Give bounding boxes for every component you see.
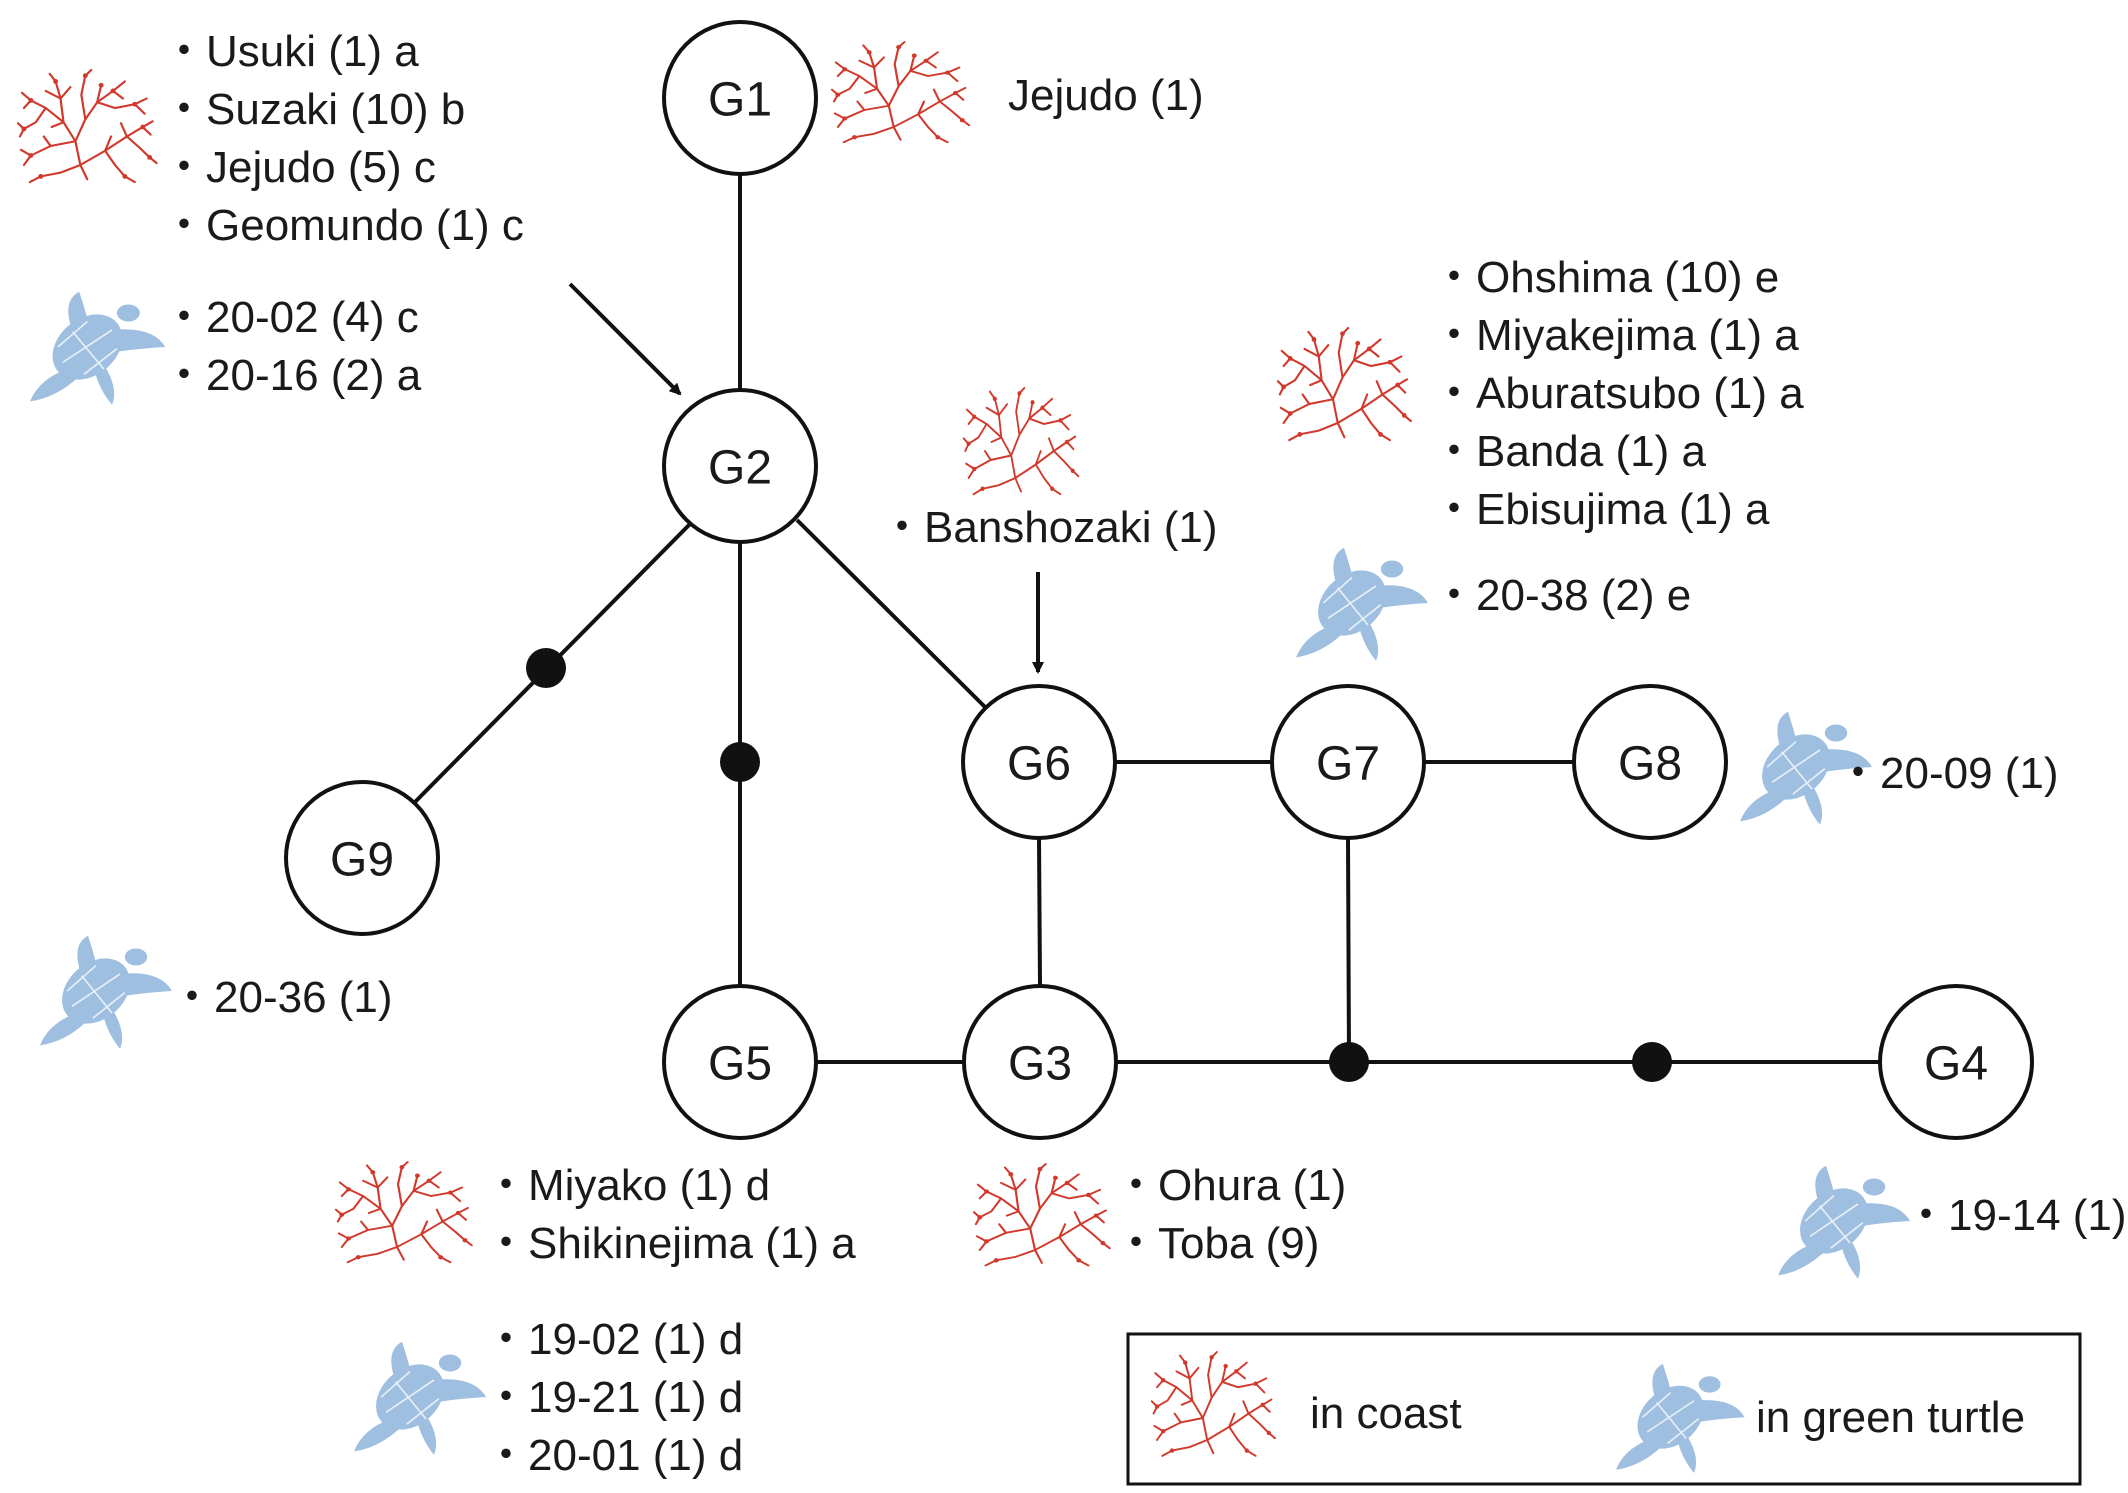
arrow-to-g2 [568,282,682,396]
turtle-sample: ・19-02 (1) d [484,1315,743,1364]
group-g8-samples: ・20-09 (1) [1739,710,2059,826]
node-label: G8 [1618,738,1682,791]
node-g8: G8 [1572,684,1728,840]
turtle-sample: ・19-14 (1) [1904,1191,2127,1240]
missing-haplotype-dot [526,648,566,688]
coast-sample: ・Banda (1) a [1432,427,1706,476]
legend: in coast in green turtle [1126,1332,2082,1486]
coast-sample: ・Aburatsubo (1) a [1432,369,1804,418]
coast-sample: ・Ohura (1) [1114,1161,1346,1210]
node-label: G5 [708,1038,772,1091]
red-seaweed-icon [1150,1351,1276,1457]
turtle-sample: ・20-09 (1) [1836,749,2059,798]
node-label: G6 [1007,738,1071,791]
missing-haplotype-dot [1329,1042,1369,1082]
green-turtle-icon [1777,1164,1911,1280]
edge-g6-g3 [1037,837,1042,987]
turtle-sample: ・20-36 (1) [170,973,393,1022]
green-turtle-icon [1615,1363,1746,1474]
node-g4: G4 [1878,984,2034,1140]
edge-g7-junction [1346,837,1351,1063]
turtle-sample: ・20-01 (1) d [484,1431,743,1480]
node-g9: G9 [284,780,440,936]
legend-box [1126,1332,2082,1486]
turtle-sample: ・20-16 (2) a [162,351,422,400]
node-g1: G1 [662,20,818,176]
turtle-sample: ・20-38 (2) e [1432,571,1691,620]
group-g4-samples: ・19-14 (1) [1777,1164,2127,1280]
red-seaweed-icon [1276,326,1412,442]
node-g2: G2 [662,388,818,544]
network-edges [413,132,1880,1064]
coast-sample: ・Shikinejima (1) a [484,1219,856,1268]
coast-sample: ・Usuki (1) a [162,27,419,76]
node-g7: G7 [1270,684,1426,840]
missing-haplotype-dot [1632,1042,1672,1082]
group-g1-samples: Jejudo (1) [830,40,1204,144]
coast-sample: ・Miyakejima (1) a [1432,311,1799,360]
green-turtle-icon [1295,546,1429,662]
node-label: G1 [708,74,772,127]
coast-sample: ・Banshozaki (1) [880,503,1217,552]
group-g7-samples: ・Ohshima (10) e ・Miyakejima (1) a ・Abura… [1276,253,1804,662]
missing-haplotype-dot [720,742,760,782]
node-g6: G6 [961,684,1117,840]
node-g3: G3 [962,984,1118,1140]
red-seaweed-icon [962,387,1080,496]
arrows [568,282,1044,674]
coast-sample: ・Jejudo (5) c [162,143,436,192]
legend-coast-label: in coast [1310,1389,1462,1438]
group-g6-samples: ・Banshozaki (1) [880,387,1217,552]
group-g5-samples: ・Miyako (1) d ・Shikinejima (1) a ・19-02 … [334,1160,856,1480]
node-label: G4 [1924,1038,1988,1091]
coast-sample: ・Ohshima (10) e [1432,253,1779,302]
edge-g2-g6 [795,518,988,710]
node-label: G7 [1316,738,1380,791]
green-turtle-icon [39,934,173,1050]
haplotype-nodes: G1 G2 G3 G4 G5 G6 G7 G8 [284,20,2034,1140]
turtle-sample: ・19-21 (1) d [484,1373,743,1422]
missing-haplotypes [526,648,1672,1082]
node-label: G3 [1008,1038,1072,1091]
group-g3-samples: ・Ohura (1) ・Toba (9) [972,1161,1346,1268]
coast-sample: ・Suzaki (10) b [162,85,465,134]
legend-turtle-label: in green turtle [1756,1393,2025,1442]
coast-sample: ・Toba (9) [1114,1219,1319,1268]
node-label: G9 [330,834,394,887]
coast-sample: ・Geomundo (1) c [162,201,524,250]
group-g9-samples: ・20-36 (1) [39,934,393,1050]
red-seaweed-icon [972,1162,1111,1267]
red-seaweed-icon [334,1160,473,1264]
red-seaweed-icon [16,68,158,184]
coast-sample: ・Ebisujima (1) a [1432,485,1770,534]
green-turtle-icon [29,290,167,406]
node-g5: G5 [662,984,818,1140]
node-label: G2 [708,442,772,495]
group-g2-samples: ・Usuki (1) a ・Suzaki (10) b ・Jejudo (5) … [16,27,524,406]
turtle-sample: ・20-02 (4) c [162,293,419,342]
coast-sample: Jejudo (1) [1008,71,1204,120]
coast-sample: ・Miyako (1) d [484,1161,770,1210]
red-seaweed-icon [830,40,971,144]
green-turtle-icon [353,1340,487,1456]
